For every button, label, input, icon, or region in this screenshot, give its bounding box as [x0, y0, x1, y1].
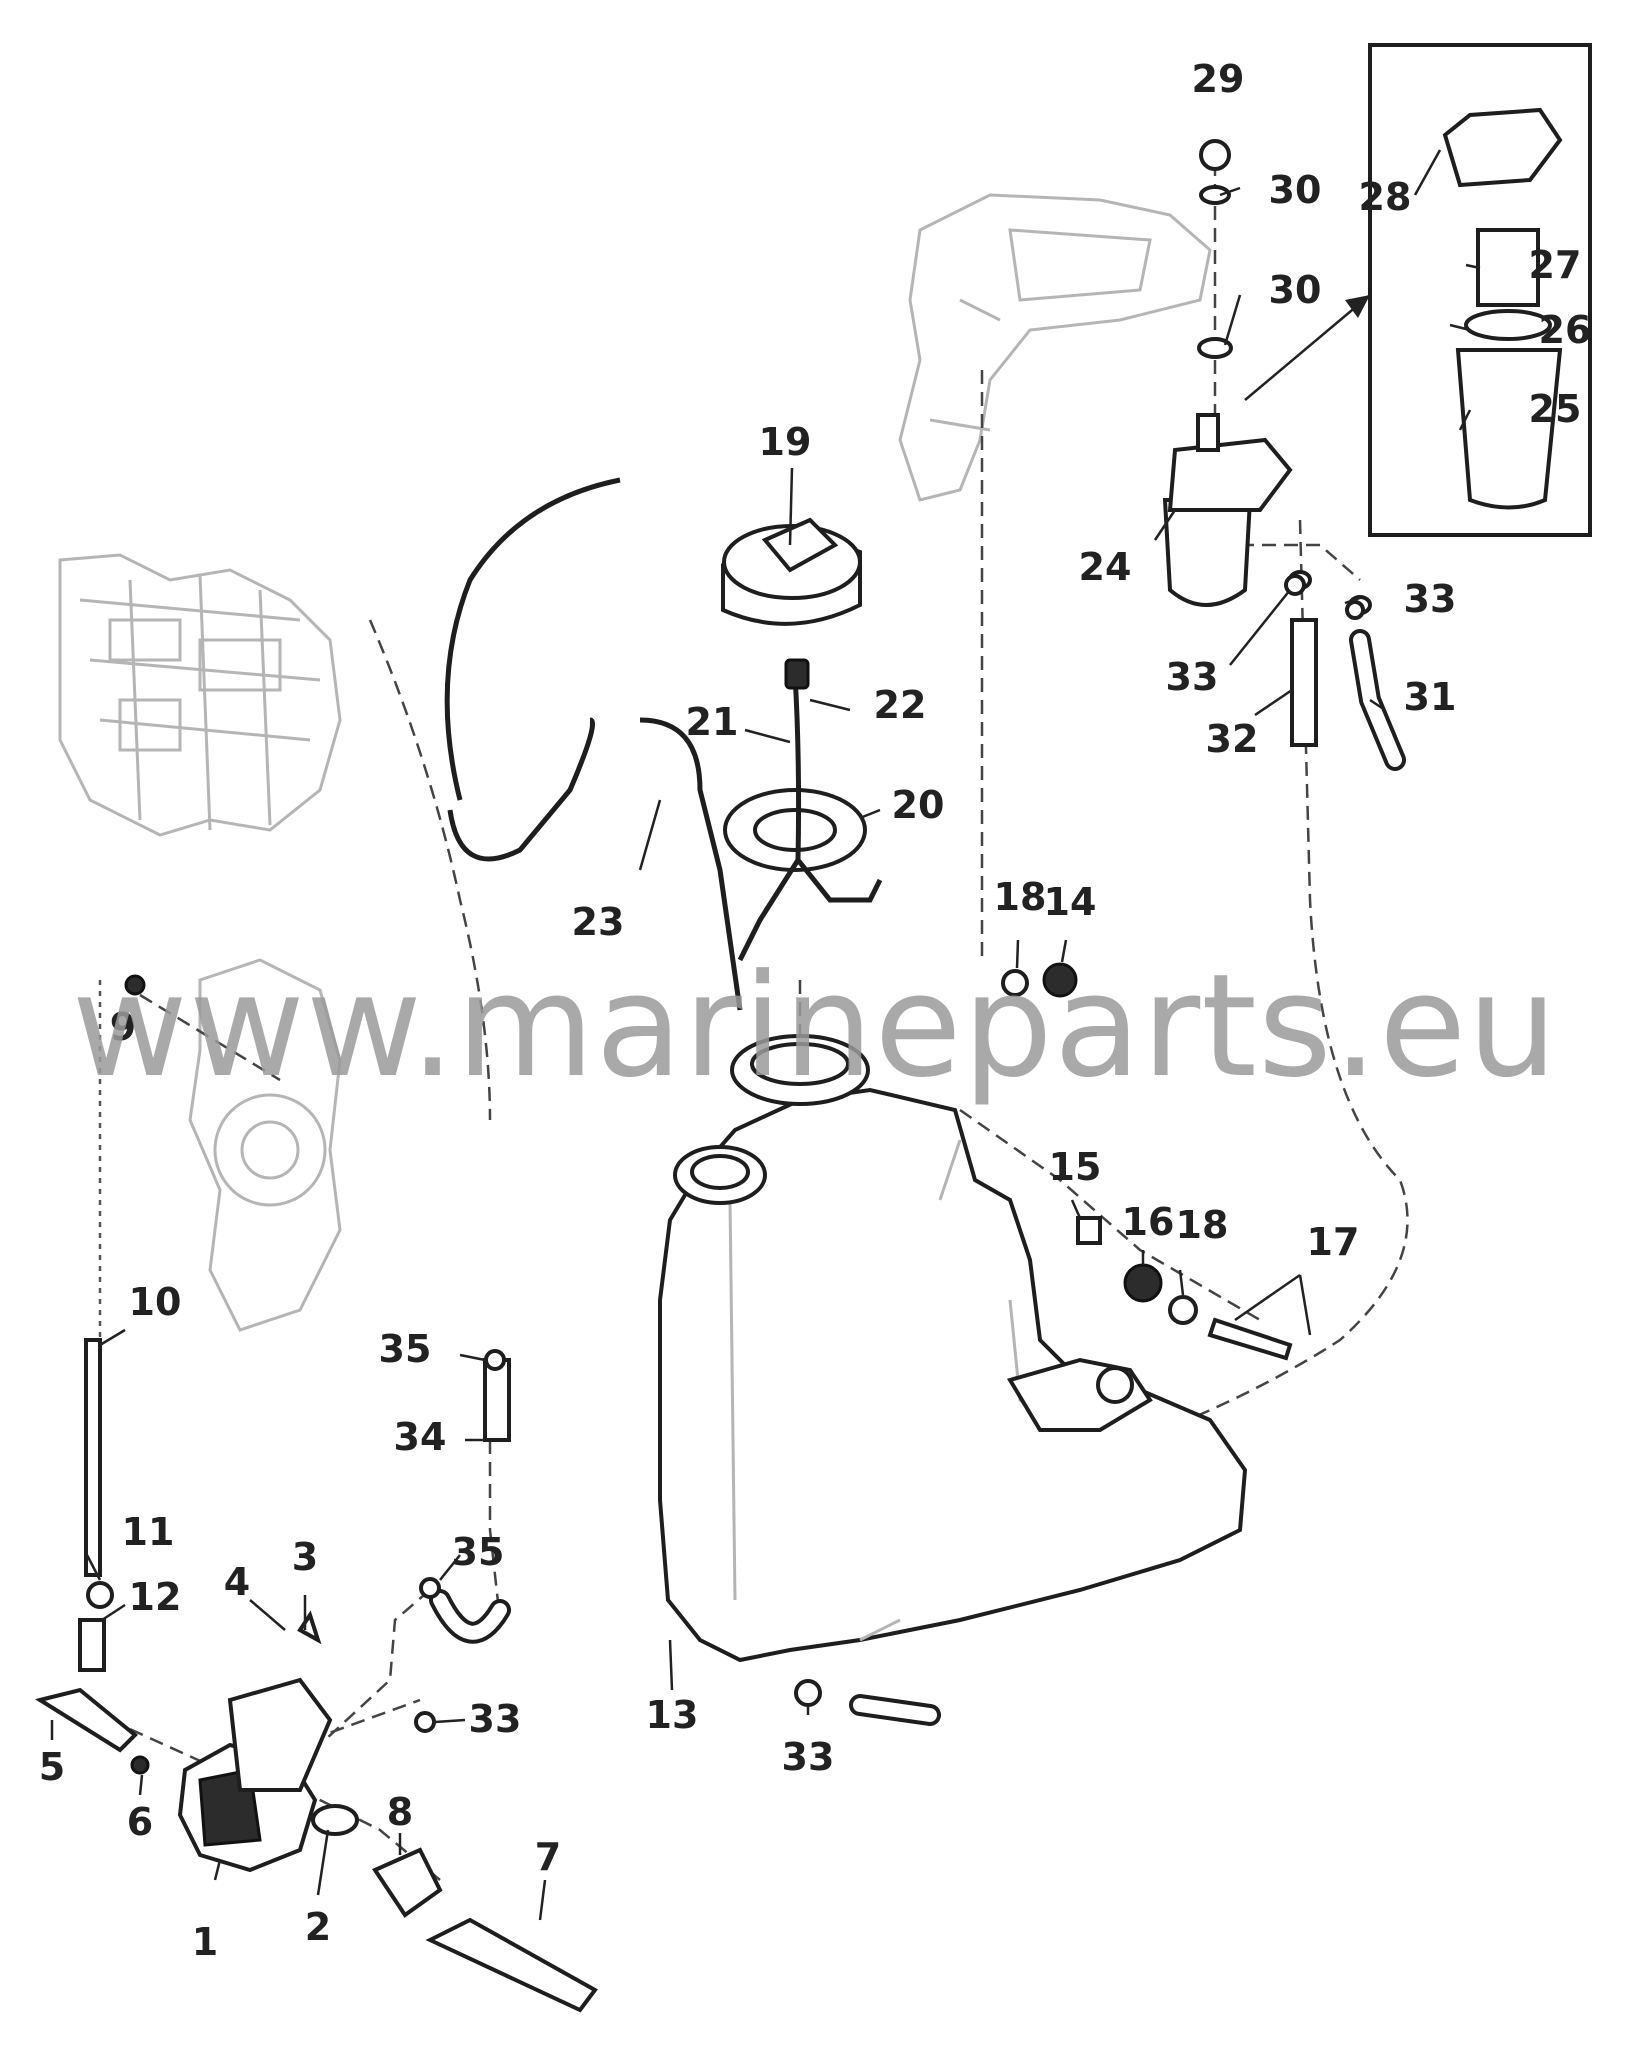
callout-21: 21 [686, 700, 739, 744]
callout-11: 11 [122, 1510, 175, 1554]
callout-35-lower: 35 [452, 1530, 505, 1574]
callout-14: 14 [1044, 880, 1097, 924]
callout-19: 19 [759, 420, 812, 464]
callout-24: 24 [1079, 545, 1132, 589]
leader-lines [50, 149, 1481, 1921]
oil-cap [721, 517, 862, 626]
filter-assembly [1162, 43, 1592, 615]
midsection-bracket-outline [898, 193, 1212, 502]
callout-33-filter-left: 33 [1166, 655, 1219, 699]
callout-6: 6 [127, 1800, 153, 1844]
callout-35-upper: 35 [379, 1327, 432, 1371]
callout-2: 2 [305, 1905, 331, 1949]
callout-34: 34 [394, 1415, 447, 1459]
callout-4: 4 [224, 1560, 250, 1604]
callout-12: 12 [129, 1575, 182, 1619]
callout-23: 23 [572, 900, 625, 944]
callout-28: 28 [1359, 175, 1412, 219]
callout-10: 10 [129, 1280, 182, 1324]
small-hardware [414, 574, 1365, 1733]
callout-13: 13 [646, 1693, 699, 1737]
oil-pump-assembly [34, 974, 598, 2013]
callout-8: 8 [387, 1790, 413, 1834]
callout-1: 1 [192, 1920, 218, 1964]
callout-30-lower: 30 [1269, 268, 1322, 312]
callout-5: 5 [39, 1745, 65, 1789]
callout-31: 31 [1404, 675, 1457, 719]
powerhead-side-outline [188, 958, 342, 1332]
callout-25: 25 [1529, 387, 1582, 431]
callout-33-filter-right: 33 [1404, 577, 1457, 621]
callout-18-lower: 18 [1176, 1203, 1229, 1247]
callout-20: 20 [892, 783, 945, 827]
callout-29: 29 [1192, 57, 1245, 101]
engine-block-outline [58, 553, 342, 837]
callout-3: 3 [292, 1535, 318, 1579]
callout-33-pump: 33 [469, 1697, 522, 1741]
watermark-text: www.marineparts.eu [72, 944, 1559, 1109]
callout-26: 26 [1539, 308, 1592, 352]
callout-9: 9 [110, 1005, 136, 1049]
callout-30-upper: 30 [1269, 168, 1322, 212]
oil-level-sensor [723, 658, 883, 962]
callout-16: 16 [1122, 1200, 1175, 1244]
oil-tank [658, 1034, 1248, 1663]
callout-27: 27 [1529, 243, 1582, 287]
callout-18-upper: 18 [994, 875, 1047, 919]
callout-labels: 1 2 3 4 5 6 7 8 9 10 11 12 13 14 15 16 1… [39, 57, 1592, 1964]
callout-7: 7 [535, 1835, 561, 1879]
callout-15: 15 [1049, 1145, 1102, 1189]
callout-33-tank: 33 [782, 1735, 835, 1779]
callout-22: 22 [874, 683, 927, 727]
callout-17: 17 [1307, 1220, 1360, 1264]
callout-32: 32 [1206, 717, 1259, 761]
